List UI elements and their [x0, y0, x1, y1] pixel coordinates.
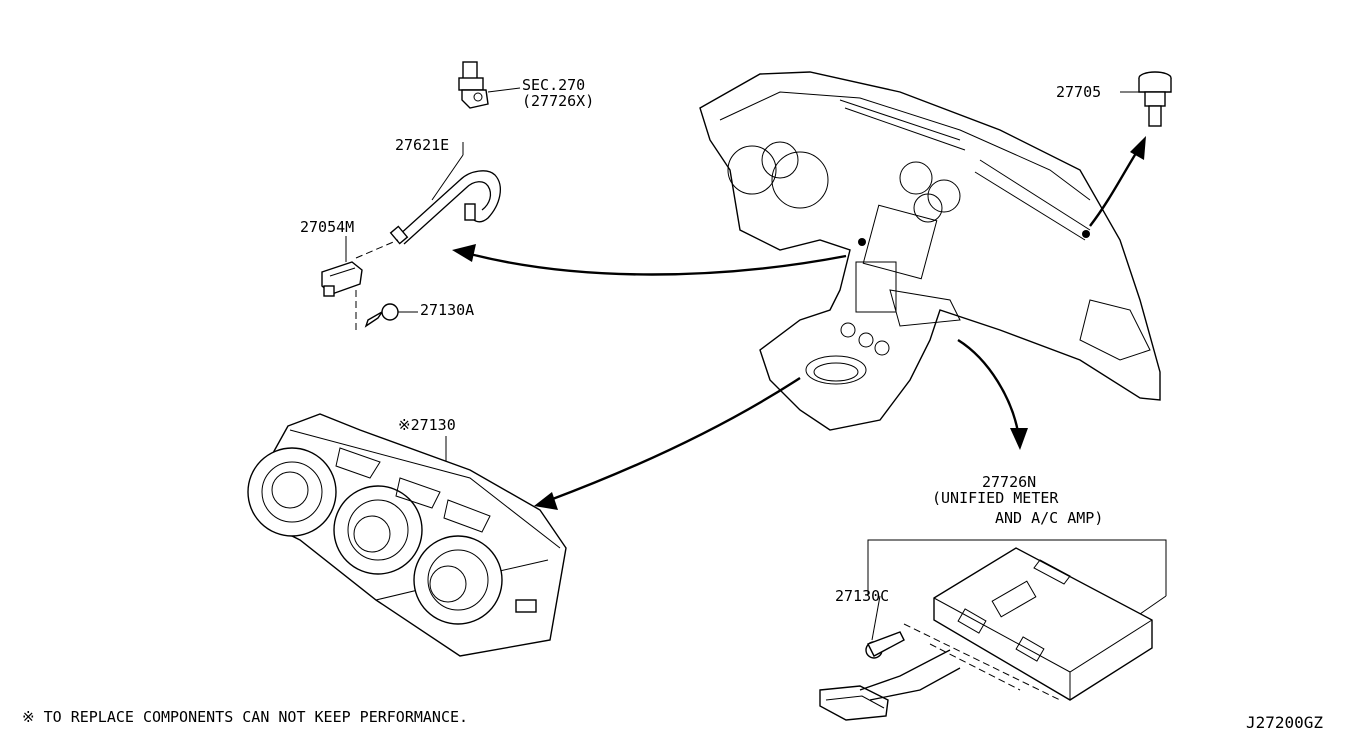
- screw-27130a: [364, 303, 399, 328]
- label-27705: 27705: [1056, 83, 1101, 101]
- label-27621e: 27621E: [395, 136, 449, 154]
- footnote: ※ TO REPLACE COMPONENTS CAN NOT KEEP PER…: [22, 708, 468, 726]
- instrument-panel: [699, 71, 1161, 431]
- label-27130: ※27130: [398, 416, 456, 434]
- in-vehicle-sensor: [1138, 71, 1172, 127]
- label-27726n-desc1: (UNIFIED METER: [932, 489, 1059, 507]
- diagram-code: J27200GZ: [1246, 713, 1323, 732]
- unified-meter-ac-amp: [903, 547, 1153, 701]
- aspirator-sensor: [458, 61, 489, 109]
- label-sec270-ref: (27726X): [522, 92, 594, 110]
- aspirator: [321, 239, 399, 330]
- harness-connector: [819, 649, 961, 721]
- aspirator-hose: [389, 170, 501, 245]
- callout-arrows: [452, 136, 1146, 510]
- screw-27130c: [865, 631, 905, 659]
- label-27054m: 27054M: [300, 218, 354, 236]
- label-sec270: SEC.270: [522, 76, 585, 94]
- label-27726n-desc2: AND A/C AMP): [995, 509, 1103, 527]
- label-27130c: 27130C: [835, 587, 889, 605]
- label-27726n: 27726N: [982, 473, 1036, 491]
- label-27130a: 27130A: [420, 301, 474, 319]
- ac-control-panel: [247, 413, 567, 657]
